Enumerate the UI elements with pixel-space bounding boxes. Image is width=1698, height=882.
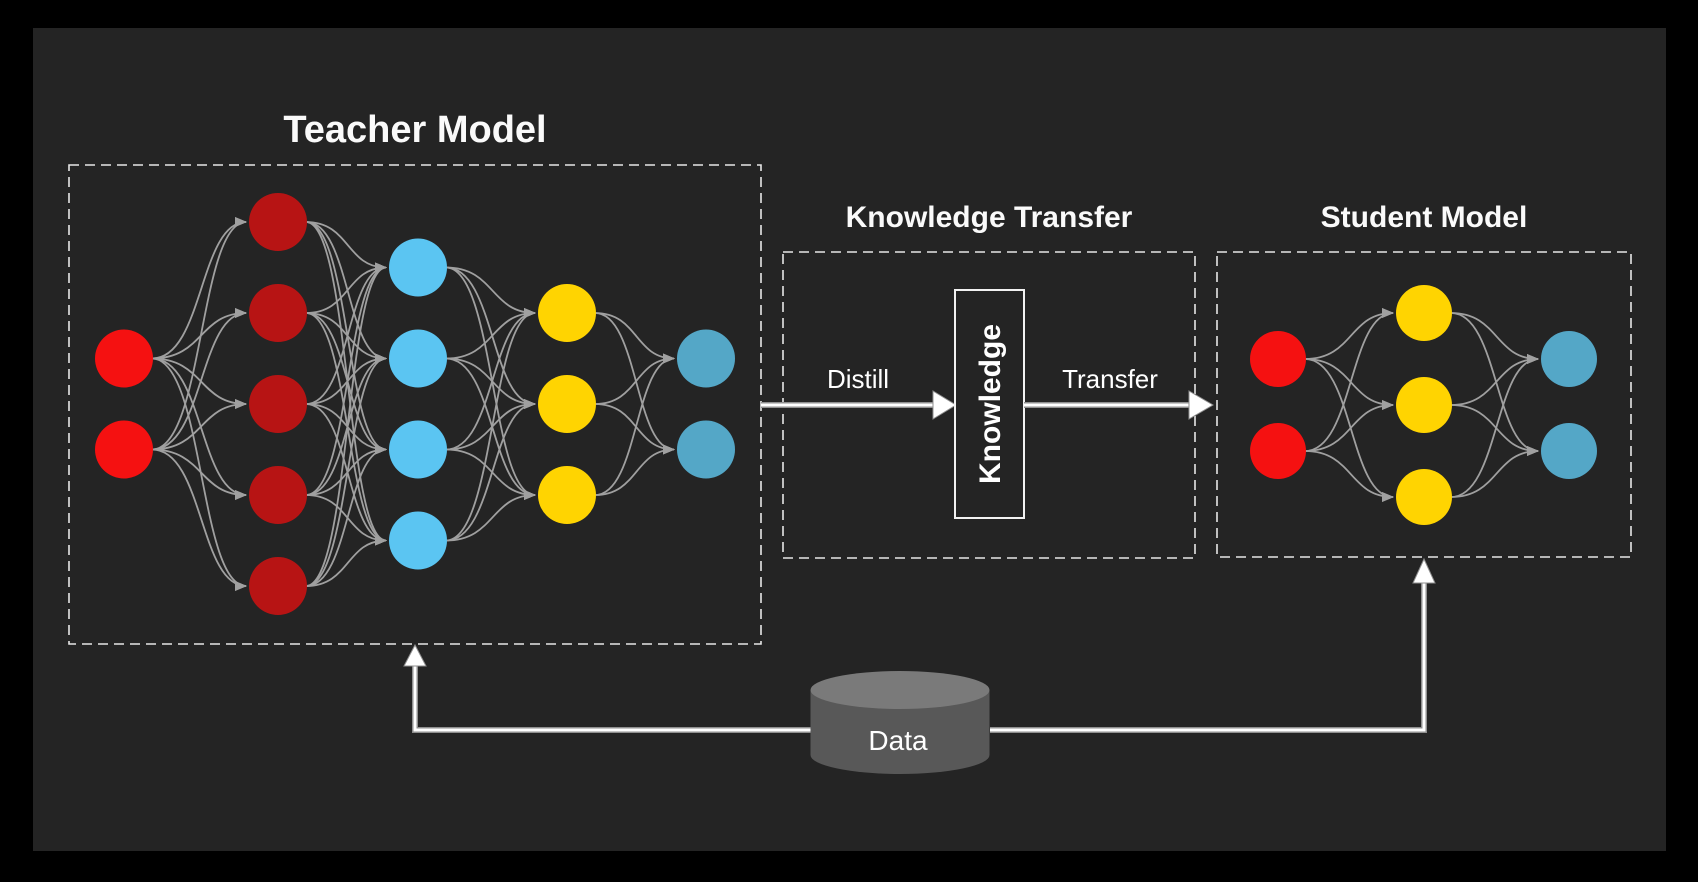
neuron-node-yellow bbox=[538, 284, 596, 342]
neuron-node-yellow bbox=[538, 375, 596, 433]
network-edge bbox=[445, 308, 536, 451]
neuron-node-light_blue bbox=[389, 238, 447, 297]
neuron-node-hidden_red bbox=[249, 466, 307, 524]
network-edge bbox=[445, 357, 536, 409]
distill-arrowhead-icon bbox=[932, 390, 957, 420]
network-edge bbox=[151, 399, 247, 451]
knowledge-box bbox=[954, 289, 1025, 519]
neuron-node-light_blue bbox=[389, 329, 447, 388]
network-edge bbox=[1450, 354, 1539, 498]
network-edge bbox=[305, 353, 387, 587]
neuron-node-yellow bbox=[538, 466, 596, 524]
neuron-node-light_blue bbox=[389, 420, 447, 479]
knowledge-label: Knowledge bbox=[974, 324, 1007, 484]
knowledge-transfer-title: Knowledge Transfer bbox=[846, 201, 1133, 234]
teacher-model-box bbox=[68, 164, 762, 645]
distill-arrow bbox=[761, 390, 957, 420]
neuron-node-hidden_red bbox=[249, 193, 307, 251]
network-edge bbox=[594, 353, 675, 405]
network-edge bbox=[305, 262, 387, 314]
network-edge bbox=[1304, 308, 1394, 360]
network-edge bbox=[305, 444, 387, 587]
transfer-arrowhead-icon bbox=[1188, 390, 1214, 420]
network-edge bbox=[594, 353, 675, 496]
network-edge bbox=[1304, 308, 1394, 452]
network-edge bbox=[1304, 358, 1394, 410]
neuron-node-input_red bbox=[1250, 331, 1306, 387]
neuron-node-input_red bbox=[95, 329, 153, 388]
student-network bbox=[1250, 285, 1597, 525]
network-edge bbox=[305, 221, 387, 273]
neuron-node-yellow bbox=[1396, 469, 1452, 525]
network-edge bbox=[445, 399, 536, 451]
network-edge bbox=[594, 312, 675, 364]
data-to-teacher-arrow bbox=[403, 643, 811, 733]
network-edge bbox=[1450, 354, 1539, 406]
network-edge bbox=[445, 399, 536, 542]
neuron-node-light_blue bbox=[389, 511, 447, 570]
neuron-node-hidden_red bbox=[249, 284, 307, 342]
teacher-model-title: Teacher Model bbox=[283, 109, 546, 151]
network-edge bbox=[1450, 404, 1539, 456]
neuron-node-output_blue bbox=[1541, 423, 1597, 479]
network-edge bbox=[1450, 312, 1539, 364]
network-edge bbox=[305, 262, 387, 496]
data-student-arrowhead-icon bbox=[1412, 557, 1436, 584]
network-edge bbox=[445, 308, 536, 360]
neuron-node-output_blue bbox=[677, 329, 735, 388]
network-edge bbox=[151, 308, 247, 360]
data-cylinder-icon: Data bbox=[810, 671, 990, 774]
network-edge bbox=[305, 312, 387, 546]
distill-label: Distill bbox=[827, 364, 889, 394]
network-edge bbox=[445, 308, 536, 542]
student-model-box bbox=[1216, 251, 1632, 558]
neuron-node-input_red bbox=[95, 420, 153, 479]
transfer-arrow bbox=[1024, 390, 1214, 420]
network-edge bbox=[1304, 450, 1394, 502]
neuron-node-output_blue bbox=[677, 420, 735, 479]
data-teacher-arrowhead-icon bbox=[403, 643, 427, 667]
network-edge bbox=[305, 262, 387, 405]
neuron-node-hidden_red bbox=[249, 375, 307, 433]
network-edge bbox=[594, 403, 675, 455]
teacher-network bbox=[95, 193, 735, 615]
network-edge bbox=[151, 448, 247, 591]
network-edge bbox=[151, 308, 247, 451]
network-edge bbox=[151, 217, 247, 451]
network-edge bbox=[445, 490, 536, 542]
network-edge bbox=[1304, 400, 1394, 452]
network-edge bbox=[445, 266, 536, 500]
transfer-label: Transfer bbox=[1062, 364, 1158, 394]
data-to-student-arrow bbox=[990, 557, 1436, 733]
data-label: Data bbox=[868, 725, 928, 756]
neuron-node-output_blue bbox=[1541, 331, 1597, 387]
network-edge bbox=[1450, 446, 1539, 498]
student-model-title: Student Model bbox=[1321, 201, 1528, 234]
network-edge bbox=[445, 266, 536, 318]
network-edge bbox=[151, 357, 247, 591]
neuron-node-hidden_red bbox=[249, 557, 307, 615]
network-edge bbox=[151, 217, 247, 360]
neuron-node-yellow bbox=[1396, 377, 1452, 433]
network-edge bbox=[305, 535, 387, 587]
neuron-node-input_red bbox=[1250, 423, 1306, 479]
network-edge bbox=[151, 448, 247, 500]
network-edge bbox=[305, 262, 387, 587]
network-edge bbox=[594, 444, 675, 496]
neuron-node-yellow bbox=[1396, 285, 1452, 341]
